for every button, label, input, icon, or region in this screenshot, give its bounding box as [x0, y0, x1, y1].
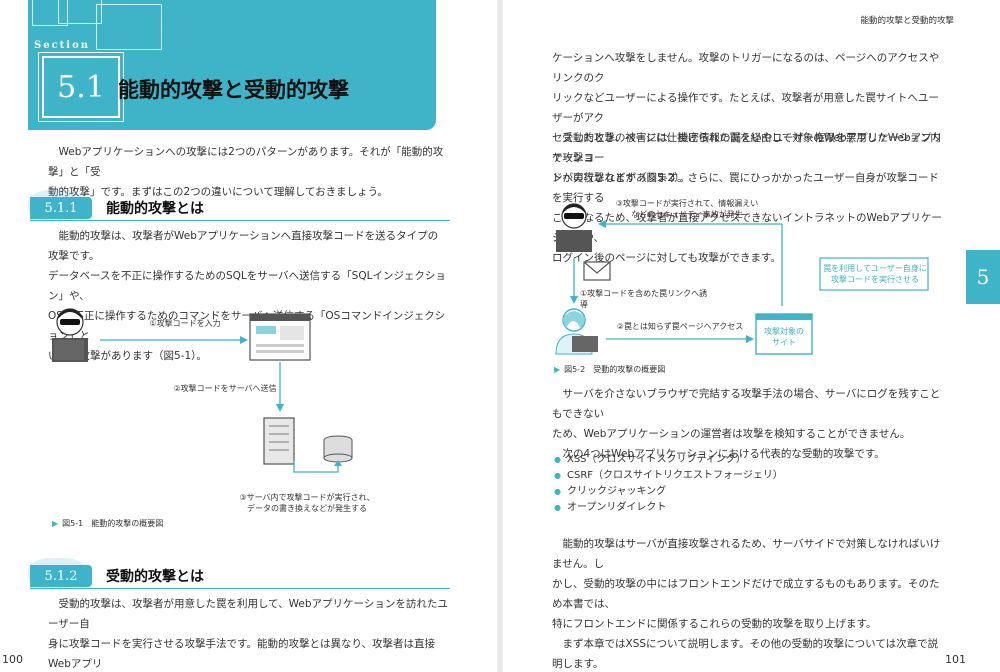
figure-note-line: 攻撃コードを実行させる: [831, 275, 919, 284]
list-item: CSRF（クロスサイトリクエストフォージェリ）: [554, 468, 783, 484]
envelope-icon: [583, 261, 611, 281]
figure-caption: ▶図5-2 受動的攻撃の概要図: [554, 364, 665, 375]
target-site-line: 攻撃対象の: [764, 327, 804, 336]
list-item: XSS（クロスサイトスクリプティング）: [554, 452, 783, 468]
figure-label-line: ③サーバ内で攻撃コードが実行され、: [239, 493, 375, 502]
section-number: 5.1: [57, 69, 105, 105]
figure-5-2: [555, 203, 929, 355]
target-site-label: 攻撃対象の サイト: [756, 326, 812, 348]
figure-label: ①攻撃コードを含めた罠リンクへ誘導: [580, 289, 708, 309]
section-number-box: 5.1: [38, 52, 124, 122]
figure-5-1: [52, 308, 353, 473]
deco-square: [32, 0, 68, 26]
attack-list: XSS（クロスサイトスクリプティング） CSRF（クロスサイトリクエストフォージ…: [554, 452, 783, 516]
heading-rule: [30, 220, 450, 221]
text-line: かし、受動的攻撃の中にはフロントエンドだけで成立するものもあります。そのため本書…: [552, 578, 940, 610]
right-paragraph-3: サーバを介さないブラウザで完結する攻撃手法の場合、サーバにログを残すこともできな…: [552, 384, 944, 464]
subsection-heading-5-1-2: 5.1.2 受動的攻撃とは: [30, 564, 204, 588]
figure-label: ③サーバ内で攻撃コードが実行され、 データの書き換えなどが発生する: [232, 492, 382, 514]
text-line: ため、Webアプリケーションの運営者は攻撃を検知することができません。: [552, 428, 911, 440]
figure-label: ②攻撃コードをサーバへ送信: [173, 384, 277, 393]
database-icon: [323, 435, 353, 463]
list-item: オープンリダイレクト: [554, 500, 783, 516]
heading-rule: [30, 588, 450, 589]
book-gutter: [497, 0, 503, 672]
laptop-icon: [572, 336, 598, 352]
text-line: 特にフロントエンドに関係するこれらの受動的攻撃を取り上げます。: [552, 618, 877, 630]
figure-label-line: などのセキュリティ事故が発生: [631, 210, 743, 219]
figure-label-line: データの書き換えなどが発生する: [247, 504, 367, 513]
text-line: 受動的攻撃は、攻撃者が用意した罠を利用して、Webアプリケーションを訪れたユーザ…: [48, 598, 448, 630]
list-item: クリックジャッキング: [554, 484, 783, 500]
text-line: 動的攻撃」です。まずはこの2つの違いについて理解しておきましょう。: [48, 186, 389, 198]
text-line: ケーションへ攻撃をしません。攻撃のトリガーになるのは、ページへのアクセスやリンク…: [552, 52, 940, 84]
figure-note: 罠を利用してユーザー自身に 攻撃コードを実行させる: [822, 263, 928, 285]
section-title: 能動的攻撃と受動的攻撃: [118, 78, 349, 102]
section-label: Section: [34, 40, 91, 51]
text-line: ンへの攻撃などがあります。さらに、罠にひっかかったユーザー自身が攻撃コードを実行…: [552, 172, 939, 204]
target-site-line: サイト: [772, 338, 796, 347]
subsection-title: 受動的攻撃とは: [106, 569, 204, 585]
right-paragraph-2: 受動的攻撃の被害には、機密情報の漏えいやユーザー権限を悪用したWebアプリケーシ…: [552, 128, 944, 268]
sub2-paragraph: 受動的攻撃は、攻撃者が用意した罠を利用して、Webアプリケーションを訪れたユーザ…: [48, 594, 448, 672]
left-page: Section 5.1 能動的攻撃と受動的攻撃 Webアプリケーションへの攻撃に…: [2, 0, 450, 672]
page-number: 101: [945, 653, 966, 666]
text-line: リックなどユーザーによる操作です。たとえば、攻撃者が用意した罠サイトへユーザーが…: [552, 92, 939, 124]
text-line: まず本章ではXSSについて説明します。その他の受動的攻撃については次章で説明しま…: [552, 638, 939, 670]
subsection-number: 5.1.1: [30, 197, 92, 219]
subsection-title: 能動的攻撃とは: [106, 201, 204, 217]
running-head: 能動的攻撃と受動的攻撃: [860, 16, 954, 26]
laptop-icon: [54, 340, 84, 360]
note-box: [819, 257, 929, 291]
browser-window-icon: [249, 313, 311, 361]
figure-label: ②罠とは知らず罠ページへアクセス: [616, 322, 744, 331]
caption-marker-icon: ▶: [554, 365, 561, 374]
text-line: Webアプリケーションへの攻撃には2つのパターンがあります。それが「能動的攻撃」…: [48, 146, 444, 178]
text-line: 受動的攻撃の被害には、機密情報の漏えいやユーザー権限を悪用したWebアプリケーシ…: [552, 132, 943, 164]
intro-paragraph: Webアプリケーションへの攻撃には2つのパターンがあります。それが「能動的攻撃」…: [48, 142, 448, 202]
text-line: ログイン後のページに対しても攻撃ができます。: [552, 252, 781, 264]
caption-text: 図5-1 能動的攻撃の概要図: [62, 519, 164, 528]
text-line: データベースを不正に操作するためのSQLをサーバへ送信する「SQLインジェクショ…: [48, 270, 446, 302]
caption-text: 図5-2 受動的攻撃の概要図: [564, 365, 666, 374]
right-page: 能動的攻撃と受動的攻撃 ケーションへ攻撃をしません。攻撃のトリガーになるのは、ペ…: [500, 0, 1000, 672]
text-line: 能動的攻撃はサーバが直接攻撃されるため、サーバサイドで対策しなければいけません。…: [552, 538, 941, 570]
figure-note-line: 罠を利用してユーザー自身に: [823, 264, 927, 273]
caption-marker-icon: ▶: [52, 519, 59, 528]
right-paragraph-4: 能動的攻撃はサーバが直接攻撃されるため、サーバサイドで対策しなければいけません。…: [552, 534, 944, 672]
figure-label: ①攻撃コードを入力: [149, 319, 221, 328]
right-paragraph-1: ケーションへ攻撃をしません。攻撃のトリガーになるのは、ページへのアクセスやリンク…: [552, 48, 944, 188]
server-icon: [263, 417, 295, 465]
figure-label: ③攻撃コードが実行されて、情報漏えい などのセキュリティ事故が発生: [612, 198, 762, 220]
text-line: 身に攻撃コードを実行させる攻撃手法です。能動的攻撃とは異なり、攻撃者は直接Web…: [48, 638, 436, 670]
browser-window-icon: [755, 313, 813, 355]
deco-square: [58, 0, 102, 24]
hacker-icon: [556, 203, 592, 252]
text-line: ドが実行されます（図5-2）。: [552, 172, 690, 184]
text-line: 能動的攻撃は、攻撃者がWebアプリケーションへ直接攻撃コードを送るタイプの攻撃で…: [48, 230, 439, 262]
subsection-number: 5.1.2: [30, 565, 92, 587]
subsection-heading-5-1-1: 5.1.1 能動的攻撃とは: [30, 196, 204, 220]
text-line: セスしたとき、ページに仕掛けられた罠を経由して対象のWebアプリケーション内で攻…: [552, 132, 941, 164]
section-header: Section 5.1 能動的攻撃と受動的攻撃: [28, 0, 436, 130]
text-line: サーバを介さないブラウザで完結する攻撃手法の場合、サーバにログを残すこともできな…: [552, 388, 941, 420]
chapter-tab: 5: [966, 250, 1000, 304]
deco-square: [96, 4, 162, 50]
figure-label-line: ③攻撃コードが実行されて、情報漏えい: [615, 199, 759, 208]
figure-caption: ▶図5-1 能動的攻撃の概要図: [52, 518, 163, 529]
page-number: 100: [2, 653, 23, 666]
